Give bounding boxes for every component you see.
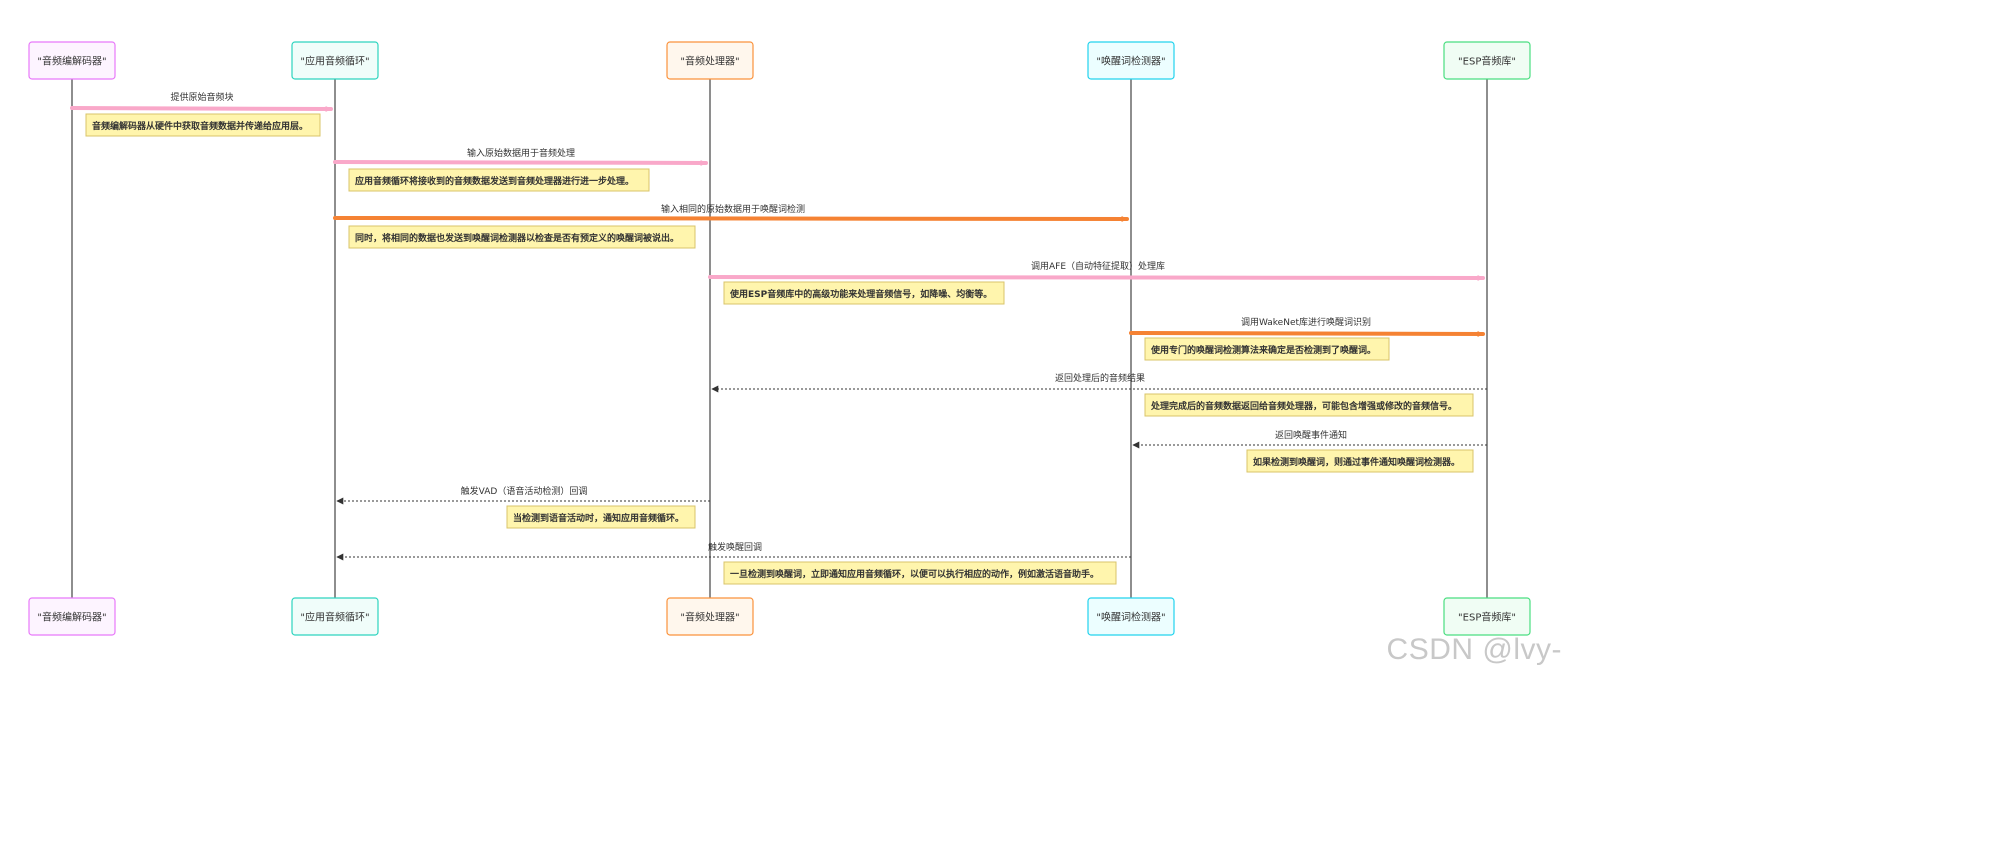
actor-box	[1443, 41, 1531, 80]
actor-box	[291, 41, 379, 80]
actor-label: "ESP音频库"	[1458, 55, 1516, 68]
message-9: 触发唤醒回调	[336, 541, 1131, 561]
actor-esp-bottom: "ESP音频库"	[1443, 597, 1531, 636]
watermark: CSDN @lvy-	[1386, 633, 1562, 666]
actor-label: "ESP音频库"	[1458, 611, 1516, 624]
message-arrow	[70, 105, 333, 112]
note-text: 当检测到语音活动时，通知应用音频循环。	[513, 512, 684, 524]
message-label: 输入原始数据用于音频处理	[467, 147, 575, 159]
message-1: 提供原始音频块	[70, 91, 333, 112]
actor-label: "唤醒词检测器"	[1096, 611, 1165, 624]
note-box	[723, 281, 1005, 305]
note-box	[1246, 449, 1474, 473]
note-text: 音频编解码器从硬件中获取音频数据并传递给应用层。	[92, 120, 308, 132]
actor-label: "应用音频循环"	[300, 55, 369, 68]
actor-proc-bottom: "音频处理器"	[666, 597, 754, 636]
message-label: 返回处理后的音频结果	[1055, 372, 1145, 384]
actor-loop-top: "应用音频循环"	[291, 41, 379, 80]
note-box	[506, 505, 696, 529]
actor-box	[28, 41, 116, 80]
actor-box	[1443, 597, 1531, 636]
message-7: 返回唤醒事件通知	[1132, 429, 1487, 449]
message-label: 触发唤醒回调	[708, 541, 762, 553]
note-box	[1144, 393, 1474, 417]
actor-label: "唤醒词检测器"	[1096, 55, 1165, 68]
actor-esp-top: "ESP音频库"	[1443, 41, 1531, 80]
actor-box	[28, 597, 116, 636]
note-box	[348, 225, 696, 249]
actor-label: "音频处理器"	[680, 55, 739, 68]
note-9: 一旦检测到唤醒词，立即通知应用音频循环，以便可以执行相应的动作，例如激活语音助手…	[723, 561, 1117, 585]
message-5: 调用WakeNet库进行唤醒词识别	[1129, 316, 1485, 337]
message-label: 提供原始音频块	[170, 91, 233, 103]
message-arrow	[333, 215, 1129, 222]
note-5: 使用专门的唤醒词检测算法来确定是否检测到了唤醒词。	[1144, 337, 1390, 361]
actor-box	[666, 41, 754, 80]
message-3: 输入相同的原始数据用于唤醒词检测	[333, 203, 1129, 222]
note-box	[1144, 337, 1390, 361]
note-6: 处理完成后的音频数据返回给音频处理器，可能包含增强或修改的音频信号。	[1144, 393, 1474, 417]
note-1: 音频编解码器从硬件中获取音频数据并传递给应用层。	[85, 113, 321, 137]
actor-wake-top: "唤醒词检测器"	[1087, 41, 1175, 80]
note-text: 应用音频循环将接收到的音频数据发送到音频处理器进行进一步处理。	[355, 175, 634, 187]
diagram-canvas: "音频编解码器""应用音频循环""音频处理器""唤醒词检测器""ESP音频库" …	[28, 41, 1531, 636]
message-2: 输入原始数据用于音频处理	[333, 147, 708, 166]
note-2: 应用音频循环将接收到的音频数据发送到音频处理器进行进一步处理。	[348, 168, 650, 192]
message-4: 调用AFE（自动特征提取）处理库	[708, 260, 1485, 281]
note-text: 一旦检测到唤醒词，立即通知应用音频循环，以便可以执行相应的动作，例如激活语音助手…	[730, 568, 1099, 580]
actor-codec-bottom: "音频编解码器"	[28, 597, 116, 636]
sequence-diagram: "音频编解码器""应用音频循环""音频处理器""唤醒词检测器""ESP音频库" …	[28, 41, 1562, 666]
actor-label: "音频编解码器"	[37, 55, 106, 68]
actor-proc-top: "音频处理器"	[666, 41, 754, 80]
actor-label: "音频编解码器"	[37, 611, 106, 624]
note-4: 使用ESP音频库中的高级功能来处理音频信号，如降噪、均衡等。	[723, 281, 1005, 305]
note-text: 同时，将相同的数据也发送到唤醒词检测器以检查是否有预定义的唤醒词被说出。	[355, 232, 679, 244]
message-arrow	[1129, 330, 1485, 337]
message-label: 输入相同的原始数据用于唤醒词检测	[661, 203, 805, 215]
message-arrow	[333, 159, 708, 166]
actor-box	[1087, 41, 1175, 80]
message-label: 返回唤醒事件通知	[1275, 429, 1347, 441]
note-text: 如果检测到唤醒词，则通过事件通知唤醒词检测器。	[1253, 456, 1460, 468]
actor-wake-bottom: "唤醒词检测器"	[1087, 597, 1175, 636]
actor-box	[666, 597, 754, 636]
note-7: 如果检测到唤醒词，则通过事件通知唤醒词检测器。	[1246, 449, 1474, 473]
note-text: 使用专门的唤醒词检测算法来确定是否检测到了唤醒词。	[1150, 344, 1376, 356]
actor-box	[291, 597, 379, 636]
actor-codec-top: "音频编解码器"	[28, 41, 116, 80]
actor-label: "音频处理器"	[680, 611, 739, 624]
note-box	[85, 113, 321, 137]
note-box	[723, 561, 1117, 585]
message-label: 触发VAD（语音活动检测）回调	[461, 485, 588, 497]
message-6: 返回处理后的音频结果	[711, 372, 1487, 393]
note-8: 当检测到语音活动时，通知应用音频循环。	[506, 505, 696, 529]
note-3: 同时，将相同的数据也发送到唤醒词检测器以检查是否有预定义的唤醒词被说出。	[348, 225, 696, 249]
message-label: 调用AFE（自动特征提取）处理库	[1031, 260, 1165, 272]
actor-box	[1087, 597, 1175, 636]
note-box	[348, 168, 650, 192]
note-text: 处理完成后的音频数据返回给音频处理器，可能包含增强或修改的音频信号。	[1150, 400, 1457, 412]
actor-label: "应用音频循环"	[300, 611, 369, 624]
note-text: 使用ESP音频库中的高级功能来处理音频信号，如降噪、均衡等。	[729, 288, 992, 300]
message-label: 调用WakeNet库进行唤醒词识别	[1241, 316, 1371, 328]
message-8: 触发VAD（语音活动检测）回调	[336, 485, 710, 505]
message-arrow	[708, 274, 1485, 281]
actor-loop-bottom: "应用音频循环"	[291, 597, 379, 636]
